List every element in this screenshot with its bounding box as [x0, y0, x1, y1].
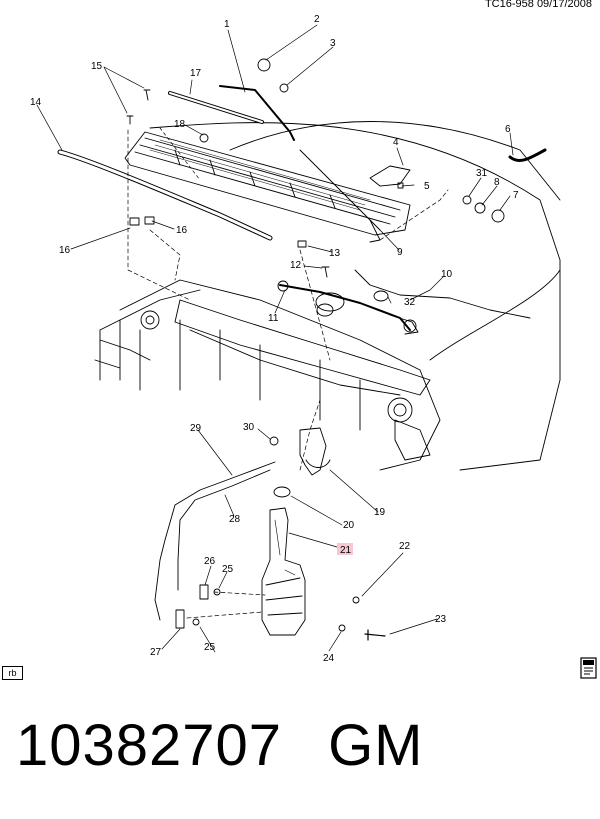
part-number: 10382707 — [16, 713, 283, 778]
callout-leaders — [36, 24, 514, 653]
callout-26: 26 — [204, 556, 216, 567]
callout-8: 8 — [494, 177, 500, 188]
callout-19: 19 — [374, 507, 386, 518]
callout-4: 4 — [393, 137, 399, 148]
diagram-code: TC16-958 — [484, 0, 534, 10]
washer-hose-28 — [177, 469, 271, 591]
callout-24: 24 — [323, 653, 335, 664]
callout-13: 13 — [329, 248, 341, 259]
fender-curve — [429, 269, 561, 361]
reservoir-cap — [273, 486, 291, 498]
body-panel-outline — [99, 122, 561, 471]
callout-32: 32 — [404, 297, 416, 308]
diagram-header: TC16-958 09/17/2008 — [485, 0, 592, 10]
callout-20: 20 — [343, 520, 355, 531]
callout-17: 17 — [190, 68, 202, 79]
windshield-edge — [229, 121, 561, 201]
cowl-grille-assembly — [124, 131, 411, 243]
callout-2: 2 — [314, 14, 320, 25]
callout-18: 18 — [174, 119, 186, 130]
callout-22: 22 — [399, 541, 411, 552]
washer-hose-29 — [154, 461, 276, 621]
callout-21-highlight — [337, 543, 353, 555]
callout-6: 6 — [505, 124, 511, 135]
brand-name: GM — [328, 713, 424, 778]
callout-30: 30 — [243, 422, 255, 433]
cowl-bracket — [369, 165, 411, 187]
callout-23: 23 — [435, 614, 447, 625]
washer-reservoir — [261, 507, 306, 636]
washer-hose-upper — [354, 269, 531, 319]
callout-25-lower: 25 — [204, 642, 216, 653]
callout-12: 12 — [290, 260, 302, 271]
wiper-motor-linkage — [277, 280, 419, 335]
callout-10: 10 — [441, 269, 453, 280]
callout-5: 5 — [424, 181, 430, 192]
callout-3: 3 — [330, 38, 336, 49]
diagram-date: 09/17/2008 — [536, 0, 592, 10]
rb-badge: rb — [2, 666, 23, 680]
catalog-book-icon — [580, 657, 597, 679]
cowl-panel — [174, 299, 431, 396]
callout-16-right: 16 — [176, 225, 188, 236]
callout-25-upper: 25 — [222, 564, 234, 575]
callout-16-left: 16 — [59, 245, 71, 256]
callout-31: 31 — [476, 168, 488, 179]
callout-1: 1 — [224, 19, 230, 30]
callout-7: 7 — [513, 190, 519, 201]
callout-14: 14 — [30, 97, 42, 108]
callout-21: 21 — [340, 545, 352, 556]
callout-9: 9 — [397, 247, 403, 258]
callout-15: 15 — [91, 61, 103, 72]
wiper-arm — [219, 85, 295, 141]
part-number-footer: 10382707 GM — [16, 712, 470, 779]
callout-28: 28 — [229, 514, 241, 525]
callout-11: 11 — [268, 313, 279, 324]
callout-27: 27 — [150, 647, 162, 658]
inner-fender — [119, 279, 441, 471]
pump-bracket — [299, 427, 327, 476]
callout-29: 29 — [190, 423, 202, 434]
